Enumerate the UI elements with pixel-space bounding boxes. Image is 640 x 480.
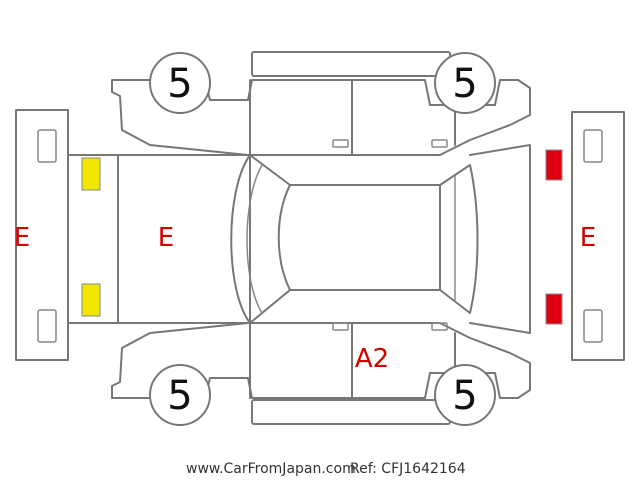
rear-left-tire: 5 [434, 52, 496, 114]
car-top-view [67, 144, 531, 334]
tire-tread-value: 5 [452, 61, 477, 107]
left-headlight [81, 157, 101, 191]
right-taillight [545, 293, 563, 325]
tire-tread-value: 5 [167, 373, 192, 419]
rear-right-tire: 5 [434, 364, 496, 426]
tire-tread-value: 5 [452, 373, 477, 419]
tire-tread-value: 5 [167, 61, 192, 107]
front-bumper-mark: E [14, 223, 30, 253]
rear-bumper [571, 111, 625, 361]
hood-mark: E [158, 223, 174, 253]
right-side-mark: A2 [355, 344, 389, 374]
front-right-tire: 5 [149, 364, 211, 426]
footer-website: www.CarFromJapan.com [186, 461, 356, 477]
left-taillight [545, 149, 563, 181]
left-side-profile [111, 51, 531, 156]
footer-ref: Ref: CFJ1642164 [350, 461, 466, 477]
right-headlight [81, 283, 101, 317]
right-side-profile [111, 322, 531, 425]
rear-bumper-mark: E [580, 223, 596, 253]
front-bumper [15, 109, 69, 361]
front-left-tire: 5 [149, 52, 211, 114]
